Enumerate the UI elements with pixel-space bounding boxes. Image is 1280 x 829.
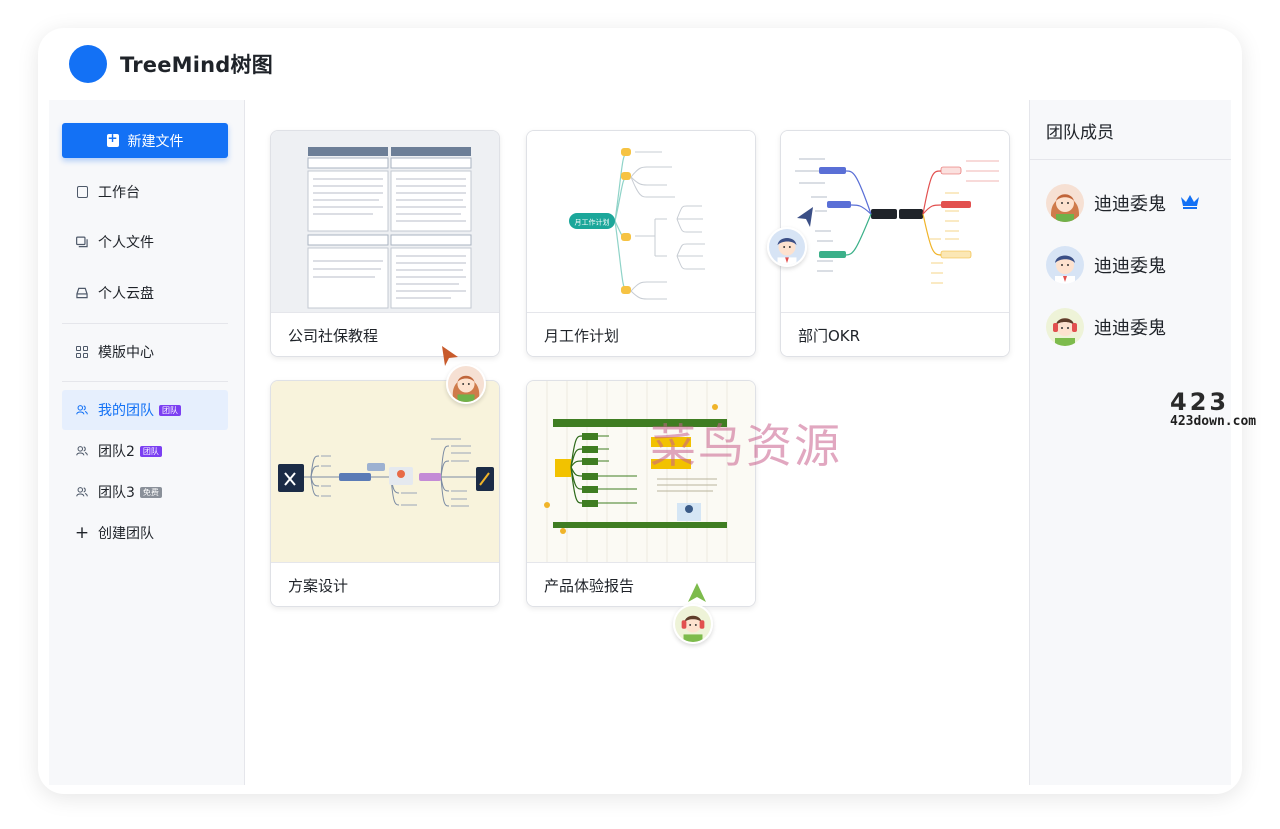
collaborator-cursor-icon [797,207,813,227]
file-thumbnail: 月工作计划 [527,131,755,312]
sidebar-item-cloud-drive[interactable]: 个人云盘 [62,273,228,313]
file-thumbnail [271,131,499,312]
team-icon [76,404,88,416]
sidebar-item-label: 个人文件 [98,235,154,251]
file-name: 公司社保教程 [271,312,499,356]
sidebar: 新建文件 工作台 个人文件 个人云盘 模版中心 [49,100,245,785]
sidebar-item-workbench[interactable]: 工作台 [62,172,228,212]
team-icon [76,486,88,498]
crown-icon [1180,194,1200,213]
sidebar-item-personal-files[interactable]: 个人文件 [62,222,228,262]
avatar-girl-icon [1046,184,1084,222]
member-name: 迪迪委鬼 [1094,256,1166,277]
file-card[interactable]: 部门OKR [780,130,1010,357]
member-name: 迪迪委鬼 [1094,318,1166,339]
new-file-button[interactable]: 新建文件 [62,123,228,158]
sidebar-item-label: 创建团队 [98,526,154,542]
sidebar-item-templates[interactable]: 模版中心 [62,332,228,372]
team-icon [76,445,88,457]
file-card[interactable]: 方案设计 [270,380,500,607]
watermark-big: 423 [1170,388,1230,416]
file-card[interactable]: 产品体验报告 [526,380,756,607]
file-grid: 公司社保教程 月工作计划 [245,100,1029,785]
cloud-drive-icon [76,287,88,299]
new-file-label: 新建文件 [127,133,184,150]
team-tag-badge: 团队 [139,445,162,457]
free-tag-badge: 免费 [139,486,162,498]
folder-icon [76,236,88,248]
member-item[interactable]: 迪迪委鬼 [1046,307,1166,347]
sidebar-item-team-3[interactable]: 团队3 免费 [62,472,228,512]
sidebar-divider [62,381,228,382]
grid-icon [76,346,88,358]
file-name: 方案设计 [271,562,499,606]
file-thumbnail [271,381,499,562]
sidebar-item-label: 团队2 [98,444,135,460]
avatar-boy-icon [1046,246,1084,284]
sidebar-item-label: 团队3 [98,485,135,501]
team-tag-badge: 团队 [159,404,181,416]
plus-icon: + [74,523,90,543]
file-thumbnail [781,131,1009,312]
sidebar-item-label: 工作台 [98,185,140,201]
collaborator-avatar-boy [767,227,807,267]
member-item[interactable]: 迪迪委鬼 [1046,183,1200,223]
collaborator-avatar-girl [446,364,486,404]
watermark-cn: 菜鸟资源 [650,419,842,473]
sidebar-item-label: 模版中心 [98,345,154,361]
file-card[interactable]: 月工作计划 [526,130,756,357]
app-window: TreeMind树图 新建文件 工作台 个人文件 个人云盘 模版中心 [38,28,1242,794]
file-name: 月工作计划 [527,312,755,356]
avatar-headphones-icon [1046,308,1084,346]
member-item[interactable]: 迪迪委鬼 [1046,245,1166,285]
sidebar-item-my-team[interactable]: 我的团队 团队 [62,390,228,430]
app-title: TreeMind树图 [120,53,273,77]
file-card[interactable]: 公司社保教程 [270,130,500,357]
sidebar-item-label: 我的团队 [98,403,154,419]
thumb-center-text: 月工作计划 [575,218,610,227]
collaborator-avatar-headphones [673,604,713,644]
file-name: 部门OKR [781,312,1009,356]
app-logo [69,45,107,83]
members-title: 团队成员 [1046,123,1114,143]
team-members-panel: 团队成员 迪迪委鬼 迪迪委鬼 迪迪委鬼 [1029,100,1231,785]
file-name: 产品体验报告 [527,562,755,606]
member-name: 迪迪委鬼 [1094,194,1166,215]
sidebar-item-team-2[interactable]: 团队2 团队 [62,431,228,471]
watermark-423down: 423 423down.com [1170,390,1274,430]
file-thumbnail [527,381,755,562]
doc-icon [76,186,88,198]
sidebar-item-label: 个人云盘 [98,286,154,302]
watermark-small: 423down.com [1170,414,1257,429]
collaborator-cursor-icon [688,583,706,602]
new-file-icon [106,131,119,147]
sidebar-item-create-team[interactable]: + 创建团队 [62,513,228,553]
members-divider [1030,159,1231,160]
sidebar-divider [62,323,228,324]
title-bar: TreeMind树图 [38,28,1242,100]
collaborator-cursor-icon [442,346,458,366]
